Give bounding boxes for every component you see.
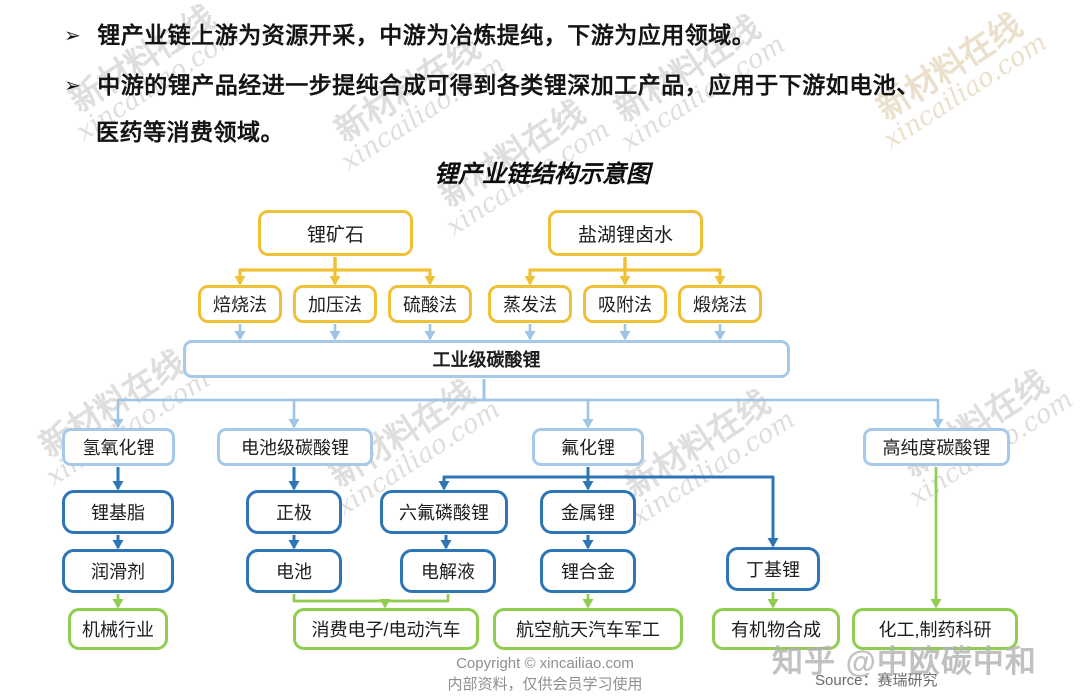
node-adsorption: 吸附法 bbox=[583, 285, 667, 323]
arrowhead-alloy-aerospace bbox=[582, 599, 594, 609]
node-lithium-ore: 锂矿石 bbox=[258, 210, 413, 256]
edge-lif-lipf6 bbox=[438, 467, 590, 491]
arrowhead-calcination-industrial bbox=[714, 331, 726, 341]
arrowhead-butyllithium-organic bbox=[767, 599, 779, 609]
arrowhead-battery-grade-cathode bbox=[288, 481, 300, 491]
notice-line: 内部资料，仅供会员学习使用 bbox=[447, 676, 643, 693]
edge-pressurization-industrial bbox=[329, 324, 341, 341]
arrowhead-lioh-grease bbox=[112, 481, 124, 491]
edge-roasting-industrial bbox=[234, 324, 246, 341]
arrowhead-ore-sulfuric bbox=[424, 276, 436, 286]
bullet-arrow-icon: ➢ bbox=[64, 75, 82, 97]
arrowhead-lubricant-machinery bbox=[112, 599, 124, 609]
arrowhead-industrial-lif bbox=[582, 419, 594, 429]
node-li-grease: 锂基脂 bbox=[62, 490, 174, 534]
arrowhead-evaporation-industrial bbox=[524, 331, 536, 341]
arrowhead-brine-evaporation bbox=[524, 276, 536, 286]
node-calcination: 煅烧法 bbox=[678, 285, 762, 323]
edge-calcination-industrial bbox=[714, 324, 726, 341]
node-chem-pharma-research: 化工,制药科研 bbox=[852, 608, 1018, 650]
footer-copyright: Copyright © xincailiao.com 内部资料，仅供会员学习使用 bbox=[390, 653, 700, 695]
arrowhead-industrial-lioh bbox=[112, 419, 124, 429]
bullet-text-2: 中游的锂产品经进一步提纯合成可得到各类锂深加工产品，应用于下游如电池、 bbox=[97, 72, 920, 98]
edge-ore-sulfuric bbox=[333, 257, 436, 286]
bullet-item-2: ➢ 中游的锂产品经进一步提纯合成可得到各类锂深加工产品，应用于下游如电池、 bbox=[64, 66, 920, 100]
edge-industrial-battery-grade bbox=[288, 379, 486, 429]
node-li-alloy: 锂合金 bbox=[540, 549, 636, 593]
node-battery: 电池 bbox=[246, 549, 342, 593]
arrowhead-pressurization-industrial bbox=[329, 331, 341, 341]
edge-industrial-high-purity bbox=[482, 379, 944, 429]
edge-lif-butyllithium bbox=[586, 467, 779, 548]
bullet-item-1: ➢ 锂产业链上游为资源开采，中游为冶炼提纯，下游为应用领域。 bbox=[64, 16, 755, 50]
arrowhead-roasting-industrial bbox=[234, 331, 246, 341]
edge-brine-evaporation bbox=[524, 257, 627, 286]
edge-ore-roasting bbox=[234, 257, 337, 286]
arrowhead-lipf6-electrolyte bbox=[440, 540, 452, 550]
node-industrial-li2co3: 工业级碳酸锂 bbox=[183, 340, 790, 378]
node-lubricant: 润滑剂 bbox=[62, 549, 174, 593]
arrowhead-cathode-battery bbox=[288, 540, 300, 550]
node-li-metal: 金属锂 bbox=[540, 490, 636, 534]
edge-cathode-battery bbox=[288, 535, 300, 550]
edge-butyllithium-organic bbox=[767, 592, 779, 609]
edge-lioh-grease bbox=[112, 467, 124, 491]
edge-brine-calcination bbox=[623, 257, 726, 286]
arrowhead-metal-alloy bbox=[582, 540, 594, 550]
edge-grease-lubricant bbox=[112, 535, 124, 550]
node-organic-synthesis: 有机物合成 bbox=[712, 608, 840, 650]
node-salt-lake-brine: 盐湖锂卤水 bbox=[548, 210, 703, 256]
arrowhead-grease-lubricant bbox=[112, 540, 124, 550]
arrowhead-adsorption-industrial bbox=[619, 331, 631, 341]
edge-battery-consumer bbox=[292, 594, 391, 609]
edge-sulfuric-industrial bbox=[424, 324, 436, 341]
node-roasting: 焙烧法 bbox=[198, 285, 282, 323]
diagram-title: 锂产业链结构示意图 bbox=[434, 161, 650, 188]
node-evaporation: 蒸发法 bbox=[488, 285, 572, 323]
edge-lipf6-electrolyte bbox=[440, 535, 452, 550]
bullet-text-1: 锂产业链上游为资源开采，中游为冶炼提纯，下游为应用领域。 bbox=[97, 22, 756, 48]
node-lioh: 氢氧化锂 bbox=[62, 428, 175, 466]
node-battery-li2co3: 电池级碳酸锂 bbox=[217, 428, 373, 466]
edge-industrial-lif bbox=[482, 379, 594, 429]
arrowhead-ore-pressurization bbox=[329, 276, 341, 286]
edge-high-purity-chemical bbox=[930, 467, 942, 609]
bullet-arrow-icon: ➢ bbox=[64, 25, 82, 47]
node-sulfuric-acid: 硫酸法 bbox=[388, 285, 472, 323]
arrowhead-ore-roasting bbox=[234, 276, 246, 286]
arrowhead-high-purity-chemical bbox=[930, 599, 942, 609]
edge-metal-alloy bbox=[582, 535, 594, 550]
arrowhead-industrial-high-purity bbox=[932, 419, 944, 429]
arrowhead-lif-butyllithium bbox=[767, 538, 779, 548]
arrowhead-sulfuric-industrial bbox=[424, 331, 436, 341]
bullet-item-2-continued: 医药等消费领域。 bbox=[96, 113, 284, 147]
arrowhead-brine-calcination bbox=[714, 276, 726, 286]
node-aerospace-military: 航空航天汽车军工 bbox=[493, 608, 683, 650]
edge-evaporation-industrial bbox=[524, 324, 536, 341]
edge-battery-grade-cathode bbox=[288, 467, 300, 491]
node-lipf6: 六氟磷酸锂 bbox=[380, 490, 508, 534]
node-lif: 氟化锂 bbox=[532, 428, 644, 466]
node-consumer-ev: 消费电子/电动汽车 bbox=[293, 608, 479, 650]
node-electrolyte: 电解液 bbox=[400, 549, 496, 593]
footer-source: Source：赛瑞研究 bbox=[815, 672, 938, 689]
arrowhead-brine-adsorption bbox=[619, 276, 631, 286]
edge-alloy-aerospace bbox=[582, 594, 594, 609]
node-butyllithium: 丁基锂 bbox=[726, 547, 820, 591]
edge-adsorption-industrial bbox=[619, 324, 631, 341]
node-high-purity-li2co3: 高纯度碳酸锂 bbox=[863, 428, 1010, 466]
node-pressurization: 加压法 bbox=[293, 285, 377, 323]
arrowhead-lif-lipf6 bbox=[438, 481, 450, 491]
zhihu-watermark: 知乎 @中欧碳中和 bbox=[772, 644, 1037, 679]
edge-lubricant-machinery bbox=[112, 594, 124, 609]
copyright-line: Copyright © xincailiao.com bbox=[456, 655, 634, 672]
arrowhead-industrial-battery-grade bbox=[288, 419, 300, 429]
node-cathode: 正极 bbox=[246, 490, 342, 534]
node-machinery: 机械行业 bbox=[68, 608, 168, 650]
bullet-text-3: 医药等消费领域。 bbox=[96, 119, 284, 145]
edge-electrolyte-consumer bbox=[387, 594, 450, 603]
arrowhead-lif-metal bbox=[582, 481, 594, 491]
